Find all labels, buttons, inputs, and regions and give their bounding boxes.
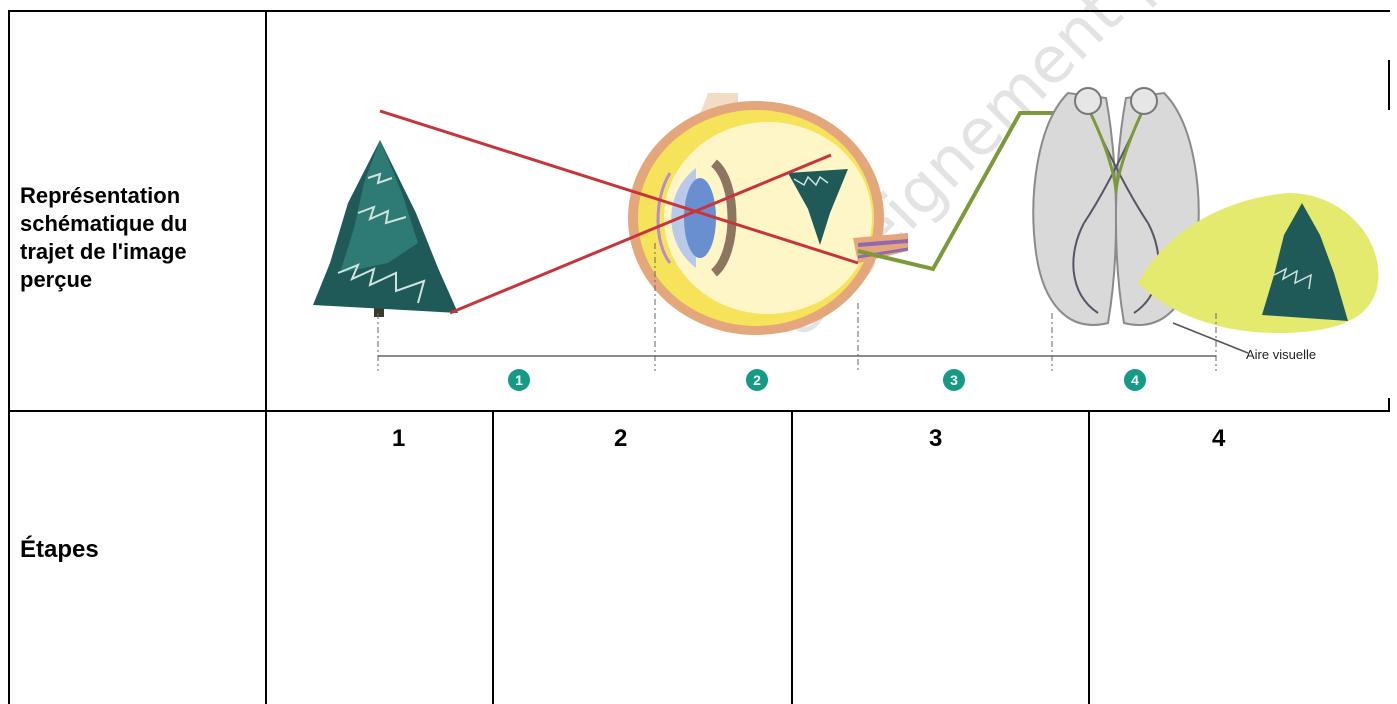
- svg-text:4: 4: [1131, 372, 1139, 388]
- table-border-right-top: [1388, 60, 1390, 110]
- table-divider-col-3: [791, 410, 793, 704]
- table-divider-header-col: [265, 10, 267, 704]
- step-dimension-line: [377, 243, 1217, 371]
- light-rays: [379, 109, 859, 315]
- row-header-representation: Représentation schématique du trajet de …: [20, 182, 260, 294]
- step-badge-3: 3: [943, 369, 965, 391]
- column-number-1: 1: [392, 425, 406, 452]
- row-header-line-3: trajet de l'image: [20, 239, 187, 264]
- row-header-etapes: Étapes: [20, 536, 99, 563]
- table-divider-col-4: [1088, 410, 1090, 704]
- svg-text:2: 2: [753, 372, 761, 388]
- visual-area-pointer: [1172, 322, 1249, 354]
- row-header-line-4: perçue: [20, 267, 93, 292]
- table-border-top: [8, 10, 1390, 12]
- eye: [628, 93, 909, 335]
- label-visual-area: Aire visuelle: [1246, 347, 1316, 362]
- svg-text:1: 1: [515, 372, 523, 388]
- row-header-line-2: schématique du: [20, 211, 188, 236]
- step-badge-4: 4: [1124, 369, 1146, 391]
- row-header-line-1: Représentation: [20, 183, 181, 208]
- visual-pathway-diagram: Aire visuelle 1 2 3 4: [313, 87, 1379, 391]
- column-number-3: 3: [929, 425, 943, 452]
- tree-object: [313, 140, 458, 317]
- table-divider-row: [8, 410, 1390, 412]
- svg-text:3: 3: [950, 372, 958, 388]
- step-badge-1: 1: [508, 369, 530, 391]
- table-border-left: [8, 10, 10, 704]
- table-divider-col-2: [492, 410, 494, 704]
- table-border-right-bottom: [1388, 398, 1390, 412]
- visual-area-projection: [1138, 193, 1379, 333]
- column-number-4: 4: [1212, 425, 1226, 452]
- step-badge-2: 2: [746, 369, 768, 391]
- column-number-2: 2: [614, 425, 628, 452]
- optic-nerve: [857, 111, 1068, 272]
